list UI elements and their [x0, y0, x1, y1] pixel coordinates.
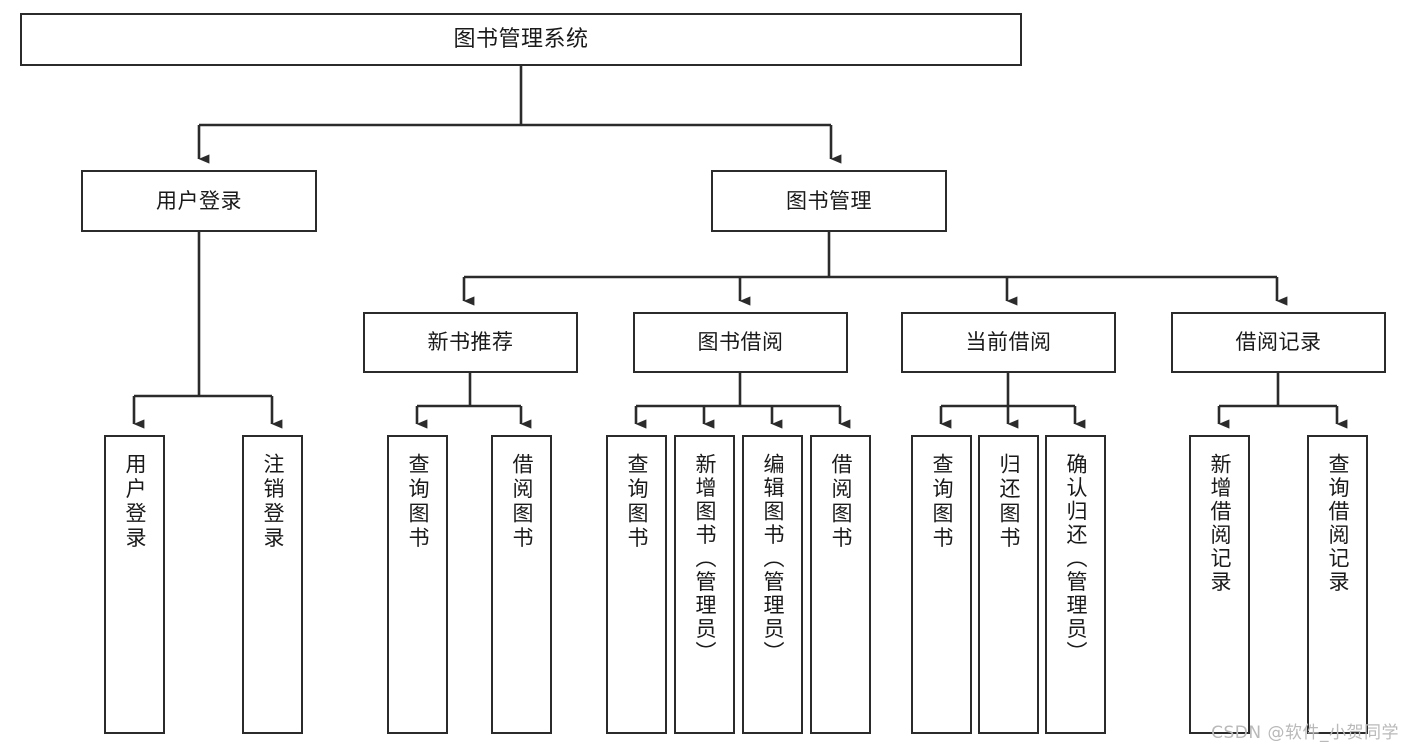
node-new-book-rec[interactable]: 新书推荐 — [363, 312, 578, 373]
node-leaf-borrow-book-2[interactable]: 借阅图书 — [810, 435, 871, 734]
node-leaf-borrow-book-2-label: 借阅图书 — [829, 453, 853, 551]
node-book-manage[interactable]: 图书管理 — [711, 170, 947, 232]
node-leaf-query-book-3[interactable]: 查询图书 — [911, 435, 972, 734]
node-book-borrow[interactable]: 图书借阅 — [633, 312, 848, 373]
node-leaf-query-record[interactable]: 查询借阅记录 — [1307, 435, 1368, 734]
node-root[interactable]: 图书管理系统 — [20, 13, 1022, 66]
node-leaf-edit-book[interactable]: 编辑图书（管理员） — [742, 435, 803, 734]
node-current-borrow-label: 当前借阅 — [965, 330, 1052, 355]
node-root-label: 图书管理系统 — [453, 26, 589, 52]
node-leaf-confirm-return[interactable]: 确认归还（管理员） — [1045, 435, 1106, 734]
node-leaf-borrow-book-1[interactable]: 借阅图书 — [491, 435, 552, 734]
node-leaf-add-book[interactable]: 新增图书（管理员） — [674, 435, 735, 734]
node-borrow-record-label: 借阅记录 — [1235, 330, 1322, 355]
node-borrow-record[interactable]: 借阅记录 — [1171, 312, 1386, 373]
node-leaf-return-book-label: 归还图书 — [997, 453, 1021, 551]
node-leaf-query-book-1[interactable]: 查询图书 — [387, 435, 448, 734]
node-leaf-confirm-return-label: 确认归还（管理员） — [1064, 453, 1088, 665]
node-leaf-logout-label: 注销登录 — [261, 453, 285, 551]
node-book-manage-label: 图书管理 — [786, 188, 872, 213]
node-user-login[interactable]: 用户登录 — [81, 170, 317, 232]
node-leaf-user-login[interactable]: 用户登录 — [104, 435, 165, 734]
node-leaf-add-record-label: 新增借阅记录 — [1208, 453, 1232, 594]
node-leaf-logout[interactable]: 注销登录 — [242, 435, 303, 734]
node-leaf-borrow-book-1-label: 借阅图书 — [510, 453, 534, 551]
node-leaf-add-record[interactable]: 新增借阅记录 — [1189, 435, 1250, 734]
node-book-borrow-label: 图书借阅 — [697, 330, 784, 355]
node-user-login-label: 用户登录 — [156, 188, 242, 213]
node-leaf-edit-book-label: 编辑图书（管理员） — [761, 453, 785, 665]
node-leaf-query-book-1-label: 查询图书 — [406, 453, 430, 551]
node-leaf-add-book-label: 新增图书（管理员） — [693, 453, 717, 665]
node-leaf-query-book-2-label: 查询图书 — [625, 453, 649, 551]
node-leaf-query-book-2[interactable]: 查询图书 — [606, 435, 667, 734]
node-leaf-return-book[interactable]: 归还图书 — [978, 435, 1039, 734]
node-leaf-query-record-label: 查询借阅记录 — [1326, 453, 1350, 594]
node-leaf-user-login-label: 用户登录 — [123, 453, 147, 551]
node-current-borrow[interactable]: 当前借阅 — [901, 312, 1116, 373]
node-new-book-rec-label: 新书推荐 — [427, 330, 514, 355]
node-leaf-query-book-3-label: 查询图书 — [930, 453, 954, 551]
